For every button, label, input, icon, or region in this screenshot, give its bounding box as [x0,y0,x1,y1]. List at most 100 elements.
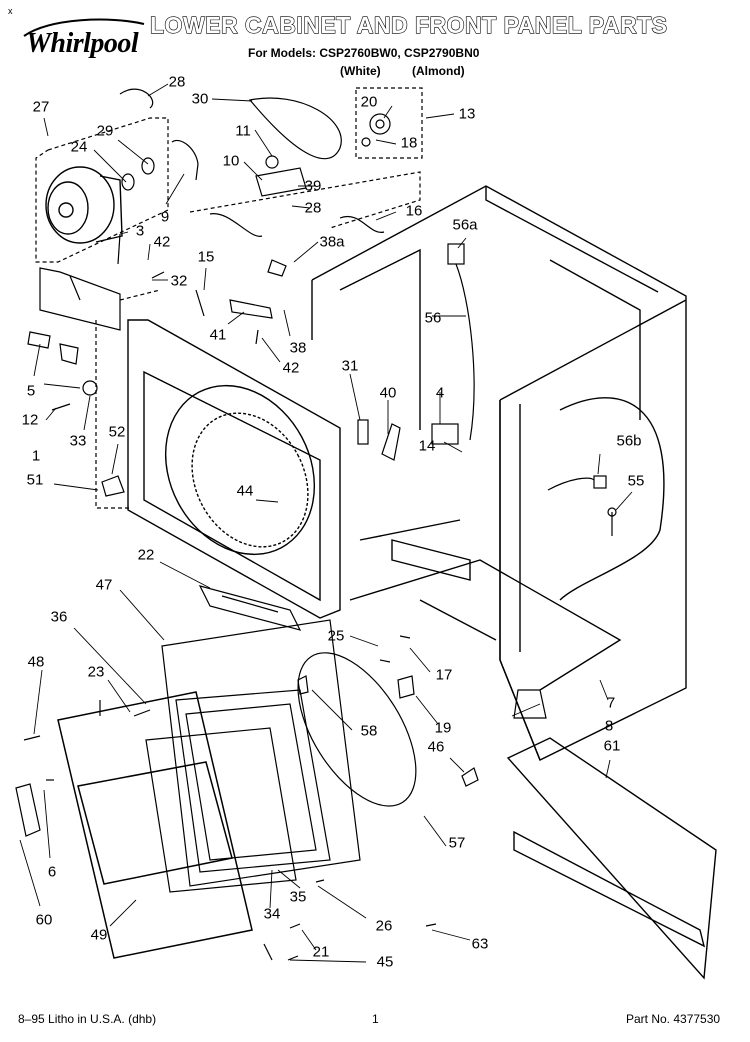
callout-1: 1 [31,447,41,465]
callout-3: 3 [135,222,145,240]
callout-23: 23 [87,663,105,681]
callout-48: 48 [27,653,45,671]
toe-panel-61 [506,737,717,980]
idler-arm [255,155,307,197]
motor-mount-bracket [39,267,121,331]
footer-litho: 8–95 Litho in U.S.A. (dhb) [18,1012,157,1026]
callout-44: 44 [236,482,254,500]
callout-25: 25 [327,627,345,645]
variant-almond: (Almond) [412,64,465,78]
screw-55 [607,507,617,536]
callout-24: 24 [70,138,88,156]
callout-27: 27 [32,98,50,116]
callout-14: 14 [418,437,436,455]
connector-56b [547,475,607,491]
callout-18: 18 [400,134,418,152]
callout-52: 52 [108,423,126,441]
callout-56a: 56a [452,216,478,234]
callout-30: 30 [191,90,209,108]
callout-34: 34 [263,905,281,923]
callout-31: 31 [341,357,359,375]
callout-41: 41 [209,326,227,344]
misc-parts-left [27,233,287,497]
callout-42a: 42 [153,233,171,251]
callout-13: 13 [458,105,476,123]
callout-47: 47 [95,576,113,594]
drive-motor [45,166,123,244]
callout-57: 57 [448,834,466,852]
callout-58: 58 [360,722,378,740]
vent-22 [198,585,302,631]
wire-harness-top [119,88,385,237]
callout-32: 32 [170,272,188,290]
callout-7: 7 [606,694,616,712]
bracket-31 [357,419,369,445]
callout-17: 17 [435,666,453,684]
callout-51: 51 [26,471,44,489]
callout-16: 16 [405,202,423,220]
callout-22: 22 [137,546,155,564]
callout-49: 49 [90,926,108,944]
callout-21: 21 [312,943,330,961]
cabinet [311,185,687,761]
callout-38a: 38a [319,233,345,251]
brand-logo: Whirlpool [26,28,139,59]
callout-15: 15 [197,248,215,266]
callout-36: 36 [50,608,68,626]
callout-33: 33 [69,432,87,450]
motor-clip [171,139,199,181]
callout-40: 40 [379,384,397,402]
callout-10: 10 [222,152,240,170]
front-panel [127,319,341,619]
hinge-40 [381,423,401,461]
callout-46: 46 [427,738,445,756]
door-handle-60 [15,783,41,837]
callout-28b: 28 [304,199,322,217]
callout-63: 63 [471,935,489,953]
callout-29: 29 [96,122,114,140]
callout-11: 11 [235,122,251,140]
pulley-group-box [355,87,423,159]
door-outer-49 [57,691,253,959]
belt [248,97,342,160]
brand-swoosh-icon [23,18,145,37]
callout-60: 60 [35,911,53,929]
callout-42b: 42 [282,359,300,377]
callout-8: 8 [604,717,614,735]
idler-pulley [361,113,391,147]
callout-38: 38 [289,339,307,357]
door-gasket-ring [297,652,417,807]
leader-lines [19,83,633,963]
model-line: For Models: CSP2760BW0, CSP2790BN0 [248,46,480,60]
terminal-block [431,423,459,445]
variant-white: (White) [340,64,381,78]
callout-55: 55 [627,472,645,490]
door-inner-panel-47 [161,619,361,887]
page-title: LOWER CABINET AND FRONT PANEL PARTS [149,11,668,38]
callout-5: 5 [26,382,36,400]
callout-35: 35 [289,888,307,906]
callout-6: 6 [47,863,57,881]
footer-part-number: Part No. 4377530 [626,1012,721,1026]
callout-61: 61 [603,737,621,755]
callout-28a: 28 [168,73,186,91]
door-liners [145,689,331,893]
callout-39: 39 [304,177,322,195]
footer-page-number: 1 [372,1012,379,1026]
front-panel-group-box [95,171,421,509]
motor-pulley [121,157,155,191]
door-hardware [23,635,479,961]
callout-45: 45 [376,953,394,971]
callout-20: 20 [360,93,378,111]
callout-12: 12 [21,411,39,429]
corner-mark: x [8,6,13,16]
callout-4: 4 [435,384,445,402]
callout-26: 26 [375,917,393,935]
callout-56b: 56b [616,432,642,450]
door-switch [447,243,475,441]
callout-19: 19 [434,719,452,737]
callout-9: 9 [160,208,170,226]
cabinet-foot [513,689,547,719]
callout-56: 56 [424,309,442,327]
